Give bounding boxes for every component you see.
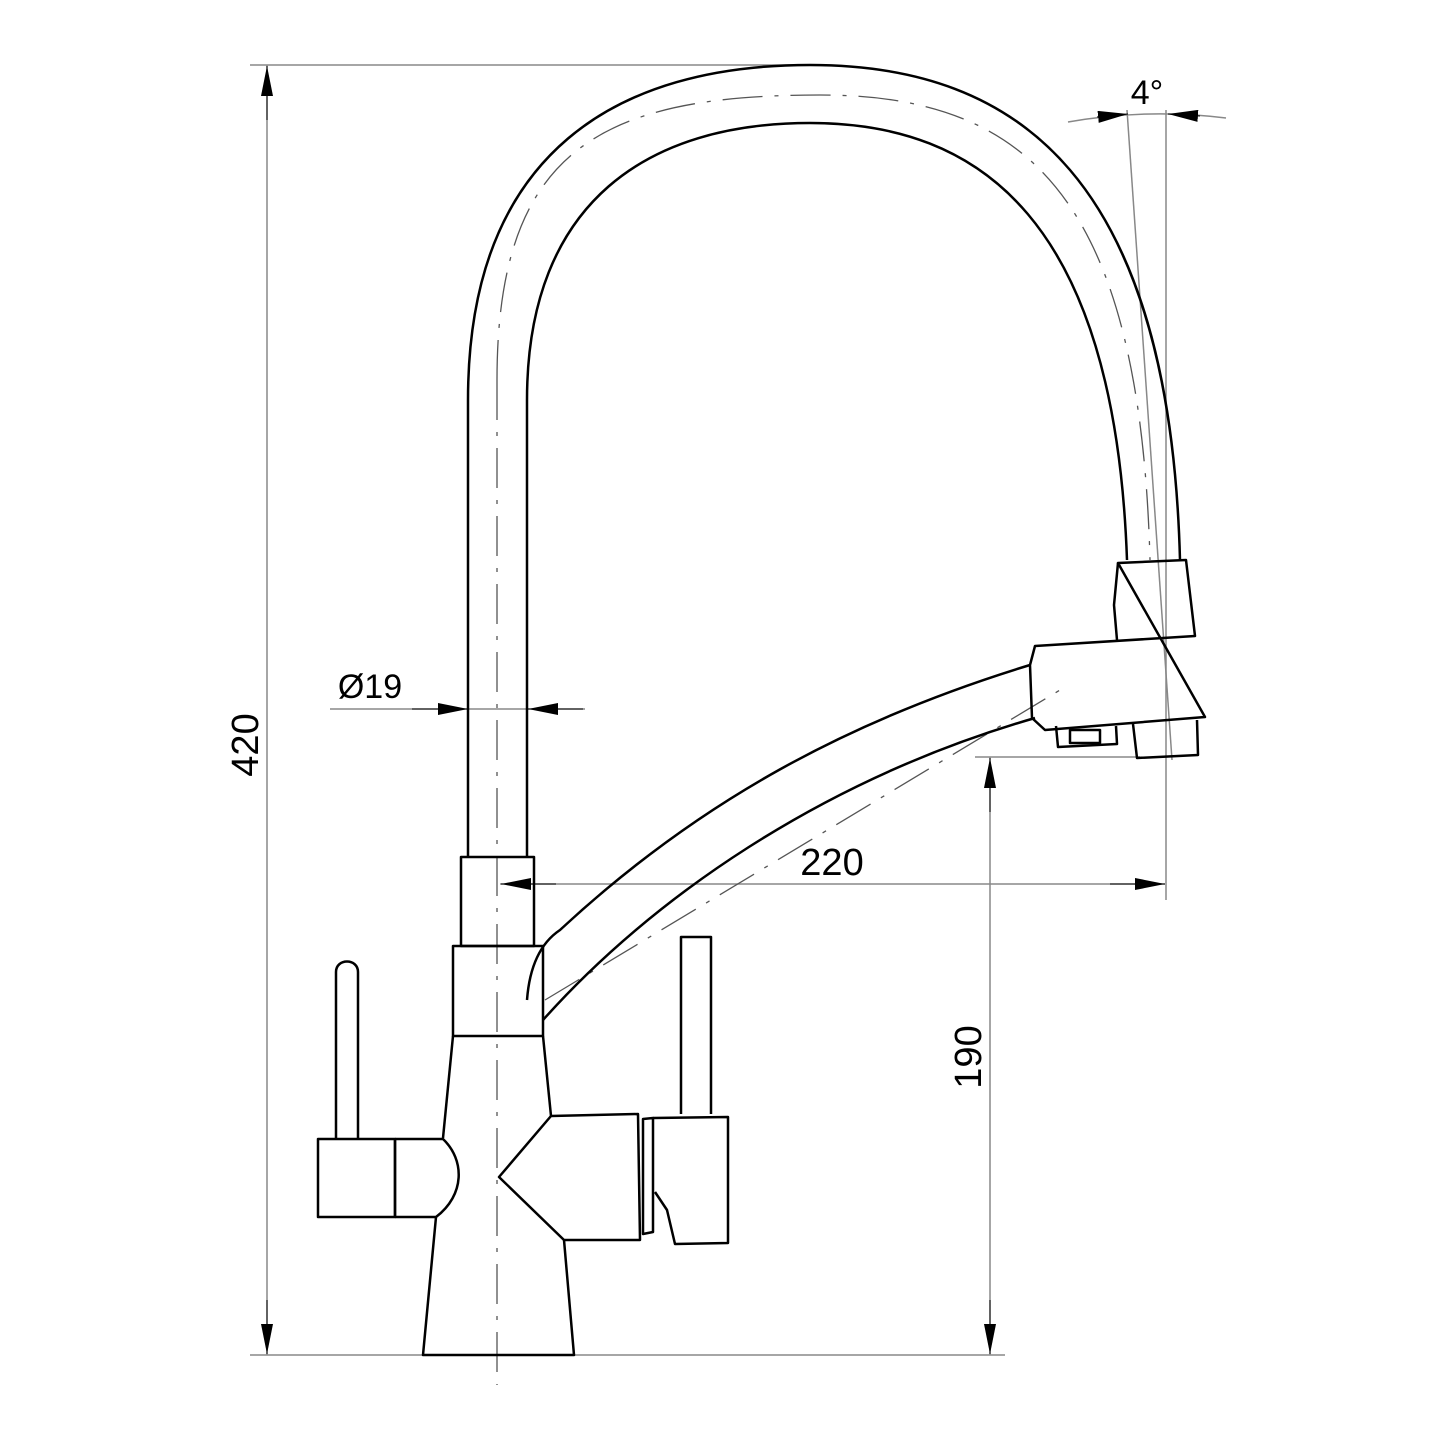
dimension-label-pipe-diameter: Ø19 bbox=[338, 668, 402, 706]
dimension-label-total-height: 420 bbox=[225, 713, 267, 776]
dimension-arrows bbox=[261, 66, 1201, 1354]
center-lines bbox=[496, 94, 1151, 1385]
faucet-outline bbox=[316, 63, 1207, 1357]
dimension-label-spout-reach: 220 bbox=[800, 842, 863, 884]
dimension-label-spout-clearance: 190 bbox=[948, 1025, 990, 1088]
dimension-label-spout-angle: 4° bbox=[1131, 74, 1164, 112]
dimension-lines bbox=[250, 64, 1227, 1356]
